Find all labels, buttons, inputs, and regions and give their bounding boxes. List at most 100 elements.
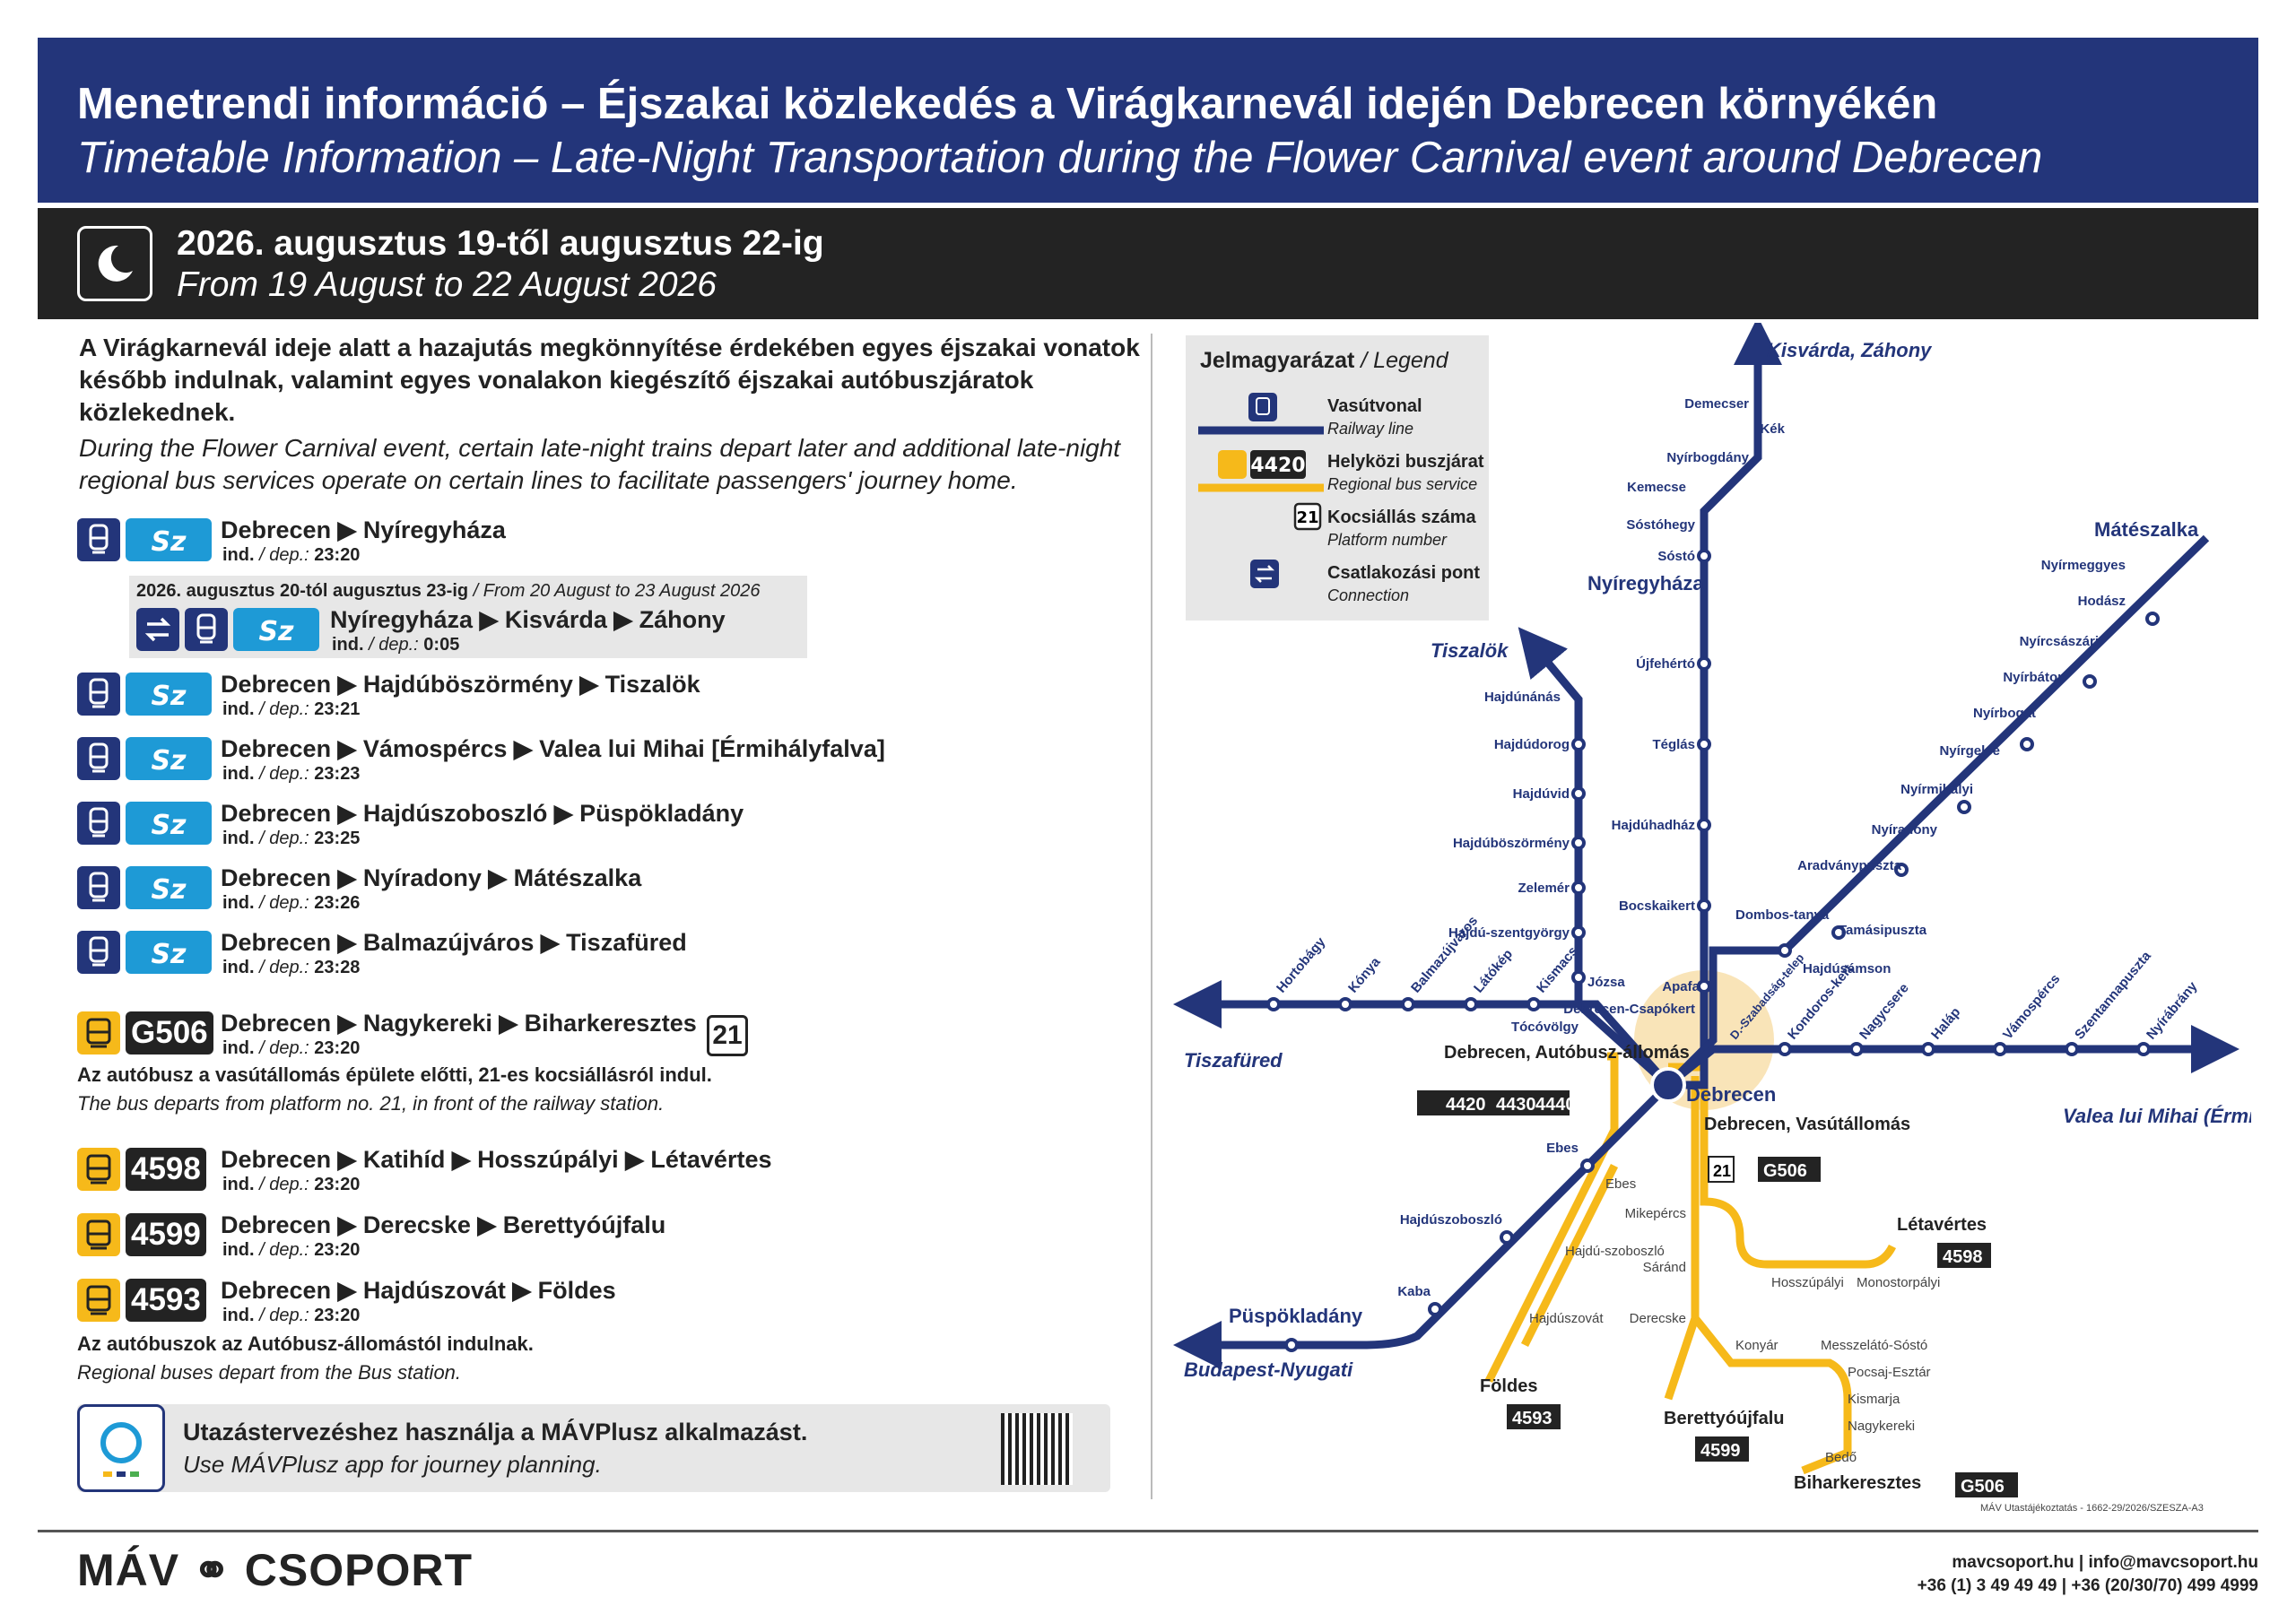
svg-text:Bocskaikert: Bocskaikert xyxy=(1619,898,1695,914)
svg-text:Sáránd: Sáránd xyxy=(1643,1260,1686,1275)
svg-text:Szentannapuszta: Szentannapuszta xyxy=(2072,948,2154,1042)
departure-time: ind. / dep.: 23:20 xyxy=(222,1175,361,1194)
svg-text:Földes: Földes xyxy=(1480,1376,1537,1396)
svg-text:Hortobágy: Hortobágy xyxy=(1274,934,1329,996)
app-promo[interactable]: Utazástervezéshez használja a MÁVPlusz a… xyxy=(77,1404,1110,1492)
svg-text:Hajdúszoboszló: Hajdúszoboszló xyxy=(1400,1212,1502,1228)
departure-time: ind. / dep.: 23:26 xyxy=(222,893,361,913)
svg-text:Sz: Sz xyxy=(151,810,187,841)
connection-period: 2026. augusztus 20-tól augusztus 23-ig /… xyxy=(136,581,761,601)
svg-text:Hajdúszovát: Hajdúszovát xyxy=(1529,1311,1604,1326)
svg-text:4599: 4599 xyxy=(1700,1441,1741,1461)
intro-text: A Virágkarnevál ideje alatt a hazajutás … xyxy=(79,332,1146,497)
departure-time: ind. / dep.: 23:21 xyxy=(222,699,361,719)
route-text: Debrecen ▶ Balmazújváros ▶ Tiszafüred xyxy=(221,929,687,956)
bus-line-number: 4593 xyxy=(126,1279,206,1322)
svg-text:21: 21 xyxy=(1296,508,1318,527)
svg-text:Ebes: Ebes xyxy=(1605,1176,1636,1192)
departure-time: ind. / dep.: 23:20 xyxy=(222,1306,361,1325)
mavplusz-logo-icon xyxy=(77,1404,165,1492)
svg-text:Dombos-tanya: Dombos-tanya xyxy=(1735,907,1830,923)
svg-text:4430: 4430 xyxy=(1496,1095,1536,1115)
contact-web[interactable]: mavcsoport.hu | info@mavcsoport.hu xyxy=(1952,1553,2258,1572)
route-text: Nyíregyháza ▶ Kisvárda ▶ Záhony xyxy=(330,606,726,633)
departure-time: ind. / dep.: 23:28 xyxy=(222,958,361,977)
svg-text:Messzelátó-Sóstó: Messzelátó-Sóstó xyxy=(1821,1338,1927,1353)
svg-text:Tamásipuszta: Tamásipuszta xyxy=(1839,923,1927,938)
date-en: From 19 August to 22 August 2026 xyxy=(177,265,717,304)
map-bus-badges: 4420 4430 4440 G506 21 4593 4599 4598 G5… xyxy=(1417,1090,2018,1497)
route-text: Debrecen ▶ Vámospércs ▶ Valea lui Mihai … xyxy=(221,735,885,762)
svg-text:Bedő: Bedő xyxy=(1825,1450,1857,1465)
svg-text:Biharkeresztes: Biharkeresztes xyxy=(1794,1473,1921,1493)
svg-text:4440: 4440 xyxy=(1535,1095,1576,1115)
svg-text:Derecske: Derecske xyxy=(1630,1311,1686,1326)
svg-text:Ebes: Ebes xyxy=(1546,1141,1578,1156)
svg-text:Kaba: Kaba xyxy=(1397,1284,1431,1299)
footer-line xyxy=(38,1530,2258,1532)
bus-line-number: 4599 xyxy=(126,1213,206,1256)
svg-text:Hajdúböszörmény: Hajdúböszörmény xyxy=(1453,836,1570,851)
mav-logo-icon: Sz xyxy=(126,802,212,845)
qr-code[interactable] xyxy=(1001,1413,1073,1485)
train-icon xyxy=(77,518,120,561)
reference-code: MÁV Utastájékoztatás - 1662-29/2026/SZES… xyxy=(1980,1503,2204,1514)
route-text: Debrecen ▶ Hajdúszovát ▶ Földes xyxy=(221,1277,616,1304)
legend-rail-en: Railway line xyxy=(1327,420,1414,438)
svg-text:4420: 4420 xyxy=(1250,455,1305,477)
svg-text:Nyírábrány: Nyírábrány xyxy=(2144,978,2201,1042)
platform-number: 21 xyxy=(707,1015,748,1056)
svg-text:Nyírbogát: Nyírbogát xyxy=(1973,706,2036,721)
train-icon xyxy=(185,608,228,651)
app-text-en: Use MÁVPlusz app for journey planning. xyxy=(183,1451,602,1478)
svg-text:Kék: Kék xyxy=(1760,421,1785,437)
svg-text:Sóstóhegy: Sóstóhegy xyxy=(1626,517,1695,533)
train-icon xyxy=(77,866,120,909)
date-hu: 2026. augusztus 19-től augusztus 22-ig xyxy=(177,224,824,263)
bus-icon xyxy=(77,1213,120,1256)
svg-text:Mátészalka: Mátészalka xyxy=(2094,518,2199,541)
svg-text:Apafa: Apafa xyxy=(1662,979,1700,994)
svg-text:Nyírmeggyes: Nyírmeggyes xyxy=(2041,558,2126,573)
svg-text:Balmazújváros: Balmazújváros xyxy=(1408,914,1481,996)
route-text: Debrecen ▶ Nyíregyháza xyxy=(221,516,506,543)
svg-text:Sz: Sz xyxy=(258,616,294,647)
network-map: Kisvárda, Záhony Tiszalök Tiszafüred Nyí… xyxy=(1173,323,2251,1497)
legend-connection-en: Connection xyxy=(1327,586,1410,604)
svg-text:Tiszalök: Tiszalök xyxy=(1431,639,1509,662)
bus-note-hu: Az autóbuszok az Autóbusz-állomástól ind… xyxy=(77,1332,534,1355)
svg-text:4593: 4593 xyxy=(1512,1409,1552,1428)
bus-line-number: G506 xyxy=(126,1011,213,1055)
svg-text:Nyírcsászári: Nyírcsászári xyxy=(2020,634,2099,649)
svg-text:Püspökladány: Püspökladány xyxy=(1229,1305,1363,1327)
svg-text:G506: G506 xyxy=(1763,1161,1807,1181)
svg-text:Látókép: Látókép xyxy=(1471,947,1516,996)
intro-en: During the Flower Carnival event, certai… xyxy=(79,434,1121,494)
svg-text:Hajdúvid: Hajdúvid xyxy=(1513,786,1570,802)
route-text: Debrecen ▶ Derecske ▶ Berettyóújfalu xyxy=(221,1211,666,1238)
legend-bus-en: Regional bus service xyxy=(1327,475,1478,493)
svg-text:Nyírgelse: Nyírgelse xyxy=(1939,743,2000,759)
svg-text:Kismarja: Kismarja xyxy=(1848,1392,1900,1407)
app-text-hu: Utazástervezéshez használja a MÁVPlusz a… xyxy=(183,1419,808,1445)
g506-note-en: The bus departs from platform no. 21, in… xyxy=(77,1092,665,1115)
departure-time: ind. / dep.: 23:20 xyxy=(222,1038,361,1058)
map-labels: Kisvárda, Záhony Tiszalök Tiszafüred Nyí… xyxy=(1184,339,2251,1493)
svg-text:Tiszafüred: Tiszafüred xyxy=(1184,1049,1283,1072)
route-text: Debrecen ▶ Nagykereki ▶ Biharkeresztes xyxy=(221,1010,697,1037)
legend-symbols: 4420 21 xyxy=(1198,393,1324,588)
train-icon xyxy=(77,931,120,974)
legend-platform: Kocsiállás száma xyxy=(1327,508,1476,527)
mav-logo-icon: Sz xyxy=(126,518,212,561)
train-icon xyxy=(77,737,120,780)
svg-text:Kemecse: Kemecse xyxy=(1627,480,1686,495)
svg-text:Monostorpályi: Monostorpályi xyxy=(1857,1275,1940,1290)
departure-time: ind. / dep.: 0:05 xyxy=(332,635,460,655)
svg-text:Sz: Sz xyxy=(151,681,187,712)
route-text: Debrecen ▶ Hajdúböszörmény ▶ Tiszalök xyxy=(221,671,700,698)
bus-icon xyxy=(77,1011,120,1055)
svg-text:Nyírbátor: Nyírbátor xyxy=(2003,670,2063,685)
svg-text:Zelemér: Zelemér xyxy=(1518,881,1570,896)
train-icon xyxy=(77,673,120,716)
svg-text:Hajdúsámson: Hajdúsámson xyxy=(1803,961,1891,976)
